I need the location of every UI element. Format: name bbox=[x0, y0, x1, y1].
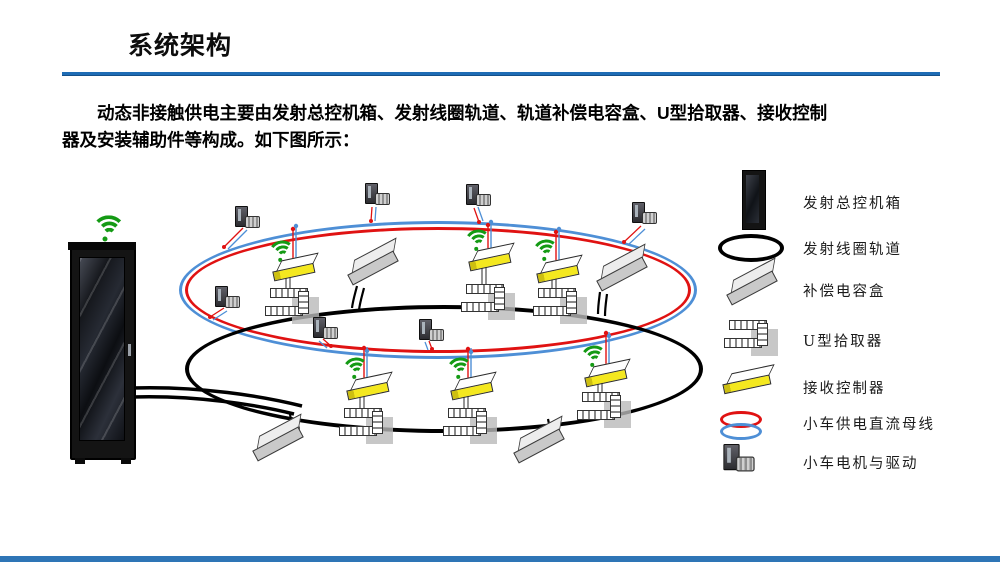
cart-motor bbox=[232, 206, 260, 230]
cart-motor bbox=[362, 183, 390, 207]
dc-bus-blue-ring-icon bbox=[720, 423, 762, 440]
bottom-accent-bar bbox=[0, 556, 1000, 562]
legend-label: U型拾取器 bbox=[803, 334, 884, 350]
page-title: 系统架构 bbox=[128, 32, 233, 60]
u-pickup-icon bbox=[724, 320, 778, 356]
coil-track-ring-icon bbox=[718, 234, 784, 262]
cart-motor bbox=[629, 202, 657, 226]
transmitter-cabinet bbox=[68, 242, 136, 464]
legend-label: 接收控制器 bbox=[803, 381, 886, 397]
cart-motor bbox=[463, 184, 491, 208]
body-paragraph: 动态非接触供电主要由发射总控机箱、发射线圈轨道、轨道补偿电容盒、U型拾取器、接收… bbox=[62, 100, 922, 154]
legend-label: 小车供电直流母线 bbox=[803, 417, 935, 433]
cabinet-handle bbox=[128, 344, 131, 356]
motor-tap-lines bbox=[208, 206, 646, 351]
legend-label: 发射总控机箱 bbox=[803, 196, 902, 212]
body-line-1: 动态非接触供电主要由发射总控机箱、发射线圈轨道、轨道补偿电容盒、U型拾取器、接收… bbox=[62, 103, 828, 123]
cart-motor bbox=[310, 317, 338, 341]
cabinet-icon bbox=[742, 170, 766, 230]
u-pickup bbox=[461, 284, 515, 320]
cabinet-glass-door bbox=[79, 257, 125, 441]
u-pickup bbox=[339, 408, 393, 444]
cart-motor bbox=[212, 286, 240, 310]
u-pickup bbox=[443, 408, 497, 444]
cart-motor bbox=[416, 319, 444, 343]
title-underline bbox=[62, 72, 940, 75]
receiver-drop-lines bbox=[290, 219, 612, 379]
legend-label: 小车电机与驱动 bbox=[803, 456, 919, 472]
cabinet-foot bbox=[75, 458, 85, 464]
cabinet-cables bbox=[131, 386, 303, 416]
legend-label: 补偿电容盒 bbox=[803, 284, 886, 300]
u-pickup bbox=[265, 288, 319, 324]
legend-label: 发射线圈轨道 bbox=[803, 242, 902, 258]
u-pickup bbox=[577, 392, 631, 428]
u-pickup bbox=[533, 288, 587, 324]
cabinet-foot bbox=[121, 458, 131, 464]
cart-motor-icon bbox=[720, 444, 755, 474]
wifi-icon bbox=[89, 215, 127, 243]
body-line-2: 器及安装辅助件等构成。如下图所示： bbox=[62, 130, 360, 150]
